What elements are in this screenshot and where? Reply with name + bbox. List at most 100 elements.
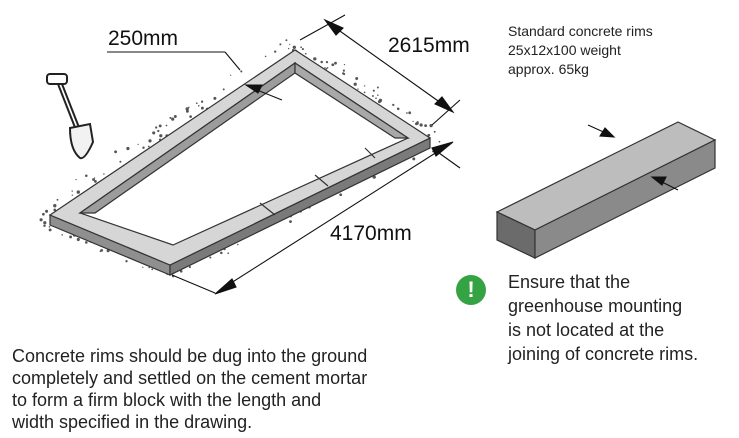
soil-speck (61, 234, 63, 236)
soil-speck (200, 106, 204, 110)
soil-speck (169, 116, 172, 119)
short-side-dim (329, 23, 449, 109)
arrow-head (244, 84, 263, 94)
soil-speck (93, 177, 96, 179)
soil-speck (171, 117, 175, 121)
soil-speck (331, 63, 335, 67)
soil-speck (288, 47, 290, 50)
soil-speck (155, 126, 158, 129)
rim-width-leader-2 (224, 51, 241, 71)
soil-speck (377, 100, 382, 104)
soil-speck (285, 39, 288, 42)
soil-speck (200, 100, 204, 103)
soil-speck (209, 256, 212, 259)
soil-speck (279, 43, 282, 46)
soil-speck (179, 269, 183, 273)
soil-speck (372, 89, 375, 92)
soil-speck (289, 220, 292, 223)
soil-speck (377, 94, 379, 96)
frame-joint (364, 147, 376, 159)
soil-speck (237, 243, 239, 246)
concrete-block (495, 121, 717, 259)
soil-speck (334, 61, 337, 65)
concrete-frame (48, 49, 432, 276)
soil-speck (125, 260, 128, 263)
soil-speck (355, 77, 359, 80)
soil-speck (147, 145, 150, 148)
soil-speck (114, 150, 118, 154)
soil-speck (227, 252, 230, 255)
soil-speck (84, 241, 88, 244)
soil-speck (93, 179, 97, 183)
soil-speck (406, 112, 408, 114)
soil-speck (151, 268, 154, 271)
short-side-ext-2 (431, 99, 461, 126)
soil-speck (158, 124, 162, 128)
soil-speck (326, 67, 329, 69)
soil-speck (126, 146, 130, 151)
soil-speck (137, 143, 139, 146)
soil-speck (195, 102, 198, 105)
soil-speck (304, 52, 307, 55)
soil-speck (220, 251, 223, 255)
soil-speck (43, 224, 46, 227)
soil-speck (325, 67, 328, 70)
soil-speck (427, 133, 431, 137)
soil-speck (343, 63, 346, 66)
soil-speck (152, 131, 156, 135)
block-spec-text: Standard concrete rims 25x12x100 weight … (508, 23, 653, 77)
block-arrows (587, 124, 679, 191)
soil-speck (300, 46, 302, 49)
soil-speck (339, 193, 343, 197)
soil-speck (157, 129, 160, 133)
frame-outer-side-right (169, 137, 431, 276)
block-side (534, 139, 716, 259)
soil-speck (324, 67, 326, 69)
soil-speck (392, 103, 395, 107)
soil-speck (85, 174, 88, 178)
exclamation-symbol: ! (467, 277, 475, 302)
soil-speck (371, 95, 374, 97)
soil-speck (99, 250, 102, 253)
frame-inner-wall-2 (294, 61, 410, 139)
soil-speck (289, 43, 291, 45)
soil-speck (438, 140, 441, 143)
soil-speck (424, 124, 428, 128)
soil-speck (148, 139, 152, 143)
long-side-ext-1 (171, 274, 216, 294)
soil-speck (353, 82, 357, 86)
soil-speck (56, 198, 59, 201)
dimension-lines (107, 14, 461, 295)
long-side-label: 4170mm (330, 222, 412, 245)
soil-speck (71, 194, 73, 196)
soil-speck (412, 120, 414, 123)
soil-speck (173, 115, 177, 118)
short-side-ext-1 (299, 14, 346, 41)
soil-speck (198, 105, 200, 107)
soil-speck (92, 178, 95, 181)
soil-speck (357, 88, 359, 90)
soil-speck (119, 160, 122, 163)
soil-speck (75, 178, 77, 181)
soil-speck (185, 109, 189, 113)
soil-speck (71, 190, 73, 192)
shovel-icon (46, 73, 95, 160)
soil-speck (412, 157, 416, 161)
soil-speck (264, 55, 267, 58)
soil-speck (165, 124, 168, 127)
soil-speck (274, 50, 277, 53)
long-side-dim (219, 144, 449, 291)
soil-speck (213, 96, 217, 100)
soil-speck (375, 97, 377, 99)
soil-speck (39, 218, 43, 222)
frame-inner-wall (78, 61, 296, 214)
soil-speck (415, 122, 418, 126)
soil-speck (419, 123, 423, 127)
soil-speck (230, 74, 232, 76)
soil-speck (76, 237, 80, 242)
soil-speck (320, 60, 323, 64)
soil-speck (396, 107, 400, 111)
soil-speck (301, 48, 304, 51)
soil-speck (363, 91, 366, 94)
